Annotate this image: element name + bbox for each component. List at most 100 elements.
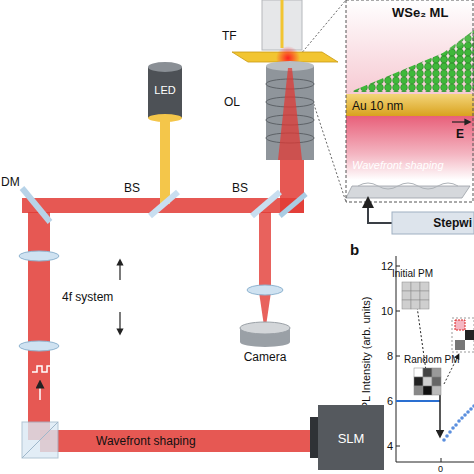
- prism: [22, 422, 58, 458]
- mask-pixel: [432, 386, 441, 395]
- span-arrow: [119, 312, 120, 332]
- mask-pixel: [432, 368, 441, 377]
- camera-beam: [259, 292, 271, 326]
- inset-frame: [346, 0, 473, 202]
- updated-pixel: [455, 320, 465, 330]
- mask-pixel: [411, 300, 420, 309]
- step-tab: [392, 212, 474, 234]
- node-label: Random PM: [404, 355, 460, 365]
- field-vector-arrow: [452, 121, 468, 122]
- field-gradient: [346, 116, 474, 180]
- text-label: OL: [224, 96, 240, 108]
- camera-base: [240, 337, 290, 347]
- mask-pixel: [411, 291, 420, 300]
- mask-pixel: [414, 377, 423, 386]
- mask-pixel: [423, 377, 432, 386]
- mask-pixel: [420, 291, 429, 300]
- baseline-trace: [396, 400, 440, 402]
- tip-inset: [346, 0, 474, 223]
- text-label: Au 10 nm: [352, 100, 403, 112]
- zoom-line: [300, 0, 346, 55]
- node-label: Stepwi: [433, 217, 472, 229]
- node-label: Camera: [244, 351, 287, 363]
- tepl-plot: [396, 256, 474, 462]
- cylinder-top: [148, 62, 182, 72]
- dichroic-mirror: [22, 188, 50, 222]
- mask-pixel: [414, 386, 423, 395]
- camera-sensor: [240, 322, 290, 334]
- step-arrow: [367, 202, 369, 210]
- text-label: Wavefront shaping: [352, 160, 444, 171]
- camera-outline: [240, 322, 290, 346]
- phase-pattern-symbol: [32, 366, 62, 372]
- mask-pixel: [411, 282, 420, 291]
- text-label: BS: [124, 182, 140, 194]
- laser-beam: [28, 212, 50, 440]
- text-label: 0: [438, 465, 443, 474]
- text-label: WSe₂ ML: [392, 6, 448, 19]
- mask-pixel: [402, 300, 411, 309]
- axis-title: TEPL Intensity (arb. units): [361, 297, 372, 424]
- wavefront-ripple: [358, 183, 458, 189]
- text-label: E: [456, 128, 464, 140]
- lens: [247, 285, 283, 295]
- node-label: SLM: [338, 431, 365, 444]
- gold-film: [346, 94, 474, 116]
- lens: [19, 341, 59, 351]
- tuning-fork: [262, 0, 302, 50]
- cylinder-body: [148, 67, 182, 118]
- tick: [396, 266, 400, 267]
- mask-pixel: [423, 386, 432, 395]
- slm-body: [318, 405, 384, 470]
- objective-lens: [266, 61, 314, 160]
- text-label: Wavefront shaping: [96, 435, 196, 447]
- wavefront-sheet: [346, 186, 470, 198]
- slm-panel: [310, 417, 318, 458]
- mask-pixel: [402, 282, 411, 291]
- text-label: 10: [381, 306, 393, 317]
- phase-pixel: [455, 340, 465, 350]
- tick: [396, 311, 400, 312]
- mirror: [280, 194, 306, 216]
- mask-pixel: [432, 377, 441, 386]
- mask-pixel: [414, 368, 423, 377]
- objective-body: [266, 66, 314, 160]
- wse2-monolayer: [420, 30, 474, 70]
- text-label: 8: [387, 351, 393, 362]
- step-arrow: [368, 210, 392, 223]
- phase-pixel: [465, 330, 474, 340]
- text-label: DM: [1, 176, 20, 188]
- prism-face: [22, 422, 58, 458]
- focused-beam: [278, 68, 302, 160]
- y-axis: [396, 256, 397, 462]
- pm-panel: [452, 318, 474, 352]
- laser-beam: [40, 430, 320, 452]
- drop-arrow: [439, 394, 441, 434]
- text-label: 4: [387, 441, 393, 452]
- tip-wire: [281, 0, 284, 48]
- tick: [396, 356, 400, 357]
- text-label: TF: [222, 30, 237, 42]
- text-label: BS: [232, 182, 248, 194]
- mask-pixel: [420, 300, 429, 309]
- optimization-trace: [442, 404, 474, 442]
- phase-mask-outline: [414, 368, 441, 395]
- slm-device: SLM: [318, 405, 384, 470]
- node-label: Initial PM: [392, 269, 433, 279]
- text-label: b: [350, 242, 359, 257]
- beam-splitter: [252, 192, 280, 216]
- mask-pixel: [420, 282, 429, 291]
- beam-splitter: [150, 192, 178, 216]
- tick: [441, 458, 442, 462]
- text-label: 12: [381, 261, 393, 272]
- node-label: LED: [154, 85, 175, 96]
- phase-mask: Initial PM: [402, 282, 429, 309]
- led-beam: [160, 118, 170, 204]
- beam-direction-arrow: [39, 384, 41, 400]
- phase-mask-outline: [402, 282, 429, 309]
- x-axis: [396, 462, 474, 463]
- step-box: Stepwi: [392, 212, 474, 234]
